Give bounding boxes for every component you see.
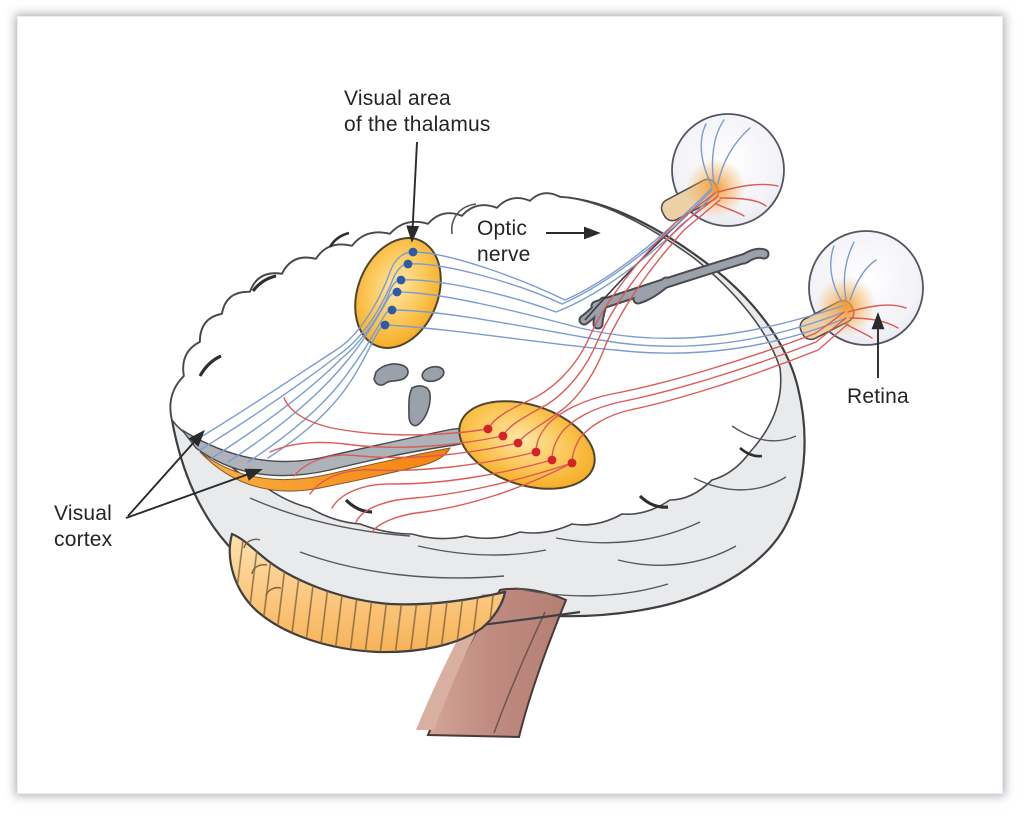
label-line: cortex (54, 528, 113, 551)
label-line: Optic (477, 217, 528, 240)
label-line: Visual (54, 502, 113, 525)
label-line: Retina (847, 385, 909, 408)
visual-cortex-arrow-upper (127, 429, 205, 517)
label-visual-cortex: Visual cortex (54, 501, 112, 553)
cerebellum (228, 532, 507, 654)
label-line: Visual area (344, 87, 451, 110)
retina-glow (816, 276, 876, 336)
visual-cortex-arrow-lower (125, 468, 263, 519)
thalamus-blue-dots (380, 247, 418, 330)
right-eye (799, 230, 924, 346)
label-retina: Retina (847, 384, 909, 410)
annotation-arrows (125, 141, 885, 519)
thalamus-arrow (406, 141, 420, 243)
label-optic-nerve: Optic nerve (477, 216, 531, 268)
thalamus-red-dots (483, 424, 577, 468)
label-visual-area-of-thalamus: Visual area of the thalamus (344, 86, 491, 138)
ventricles (373, 363, 445, 427)
red-pathway-fibers (269, 183, 907, 533)
brain-cut-surface (169, 192, 782, 540)
blue-pathway-fibers (195, 119, 877, 463)
gyri-lines (198, 203, 797, 597)
label-line: of the thalamus (344, 113, 491, 136)
label-line: nerve (477, 243, 531, 266)
left-eye (660, 113, 785, 227)
